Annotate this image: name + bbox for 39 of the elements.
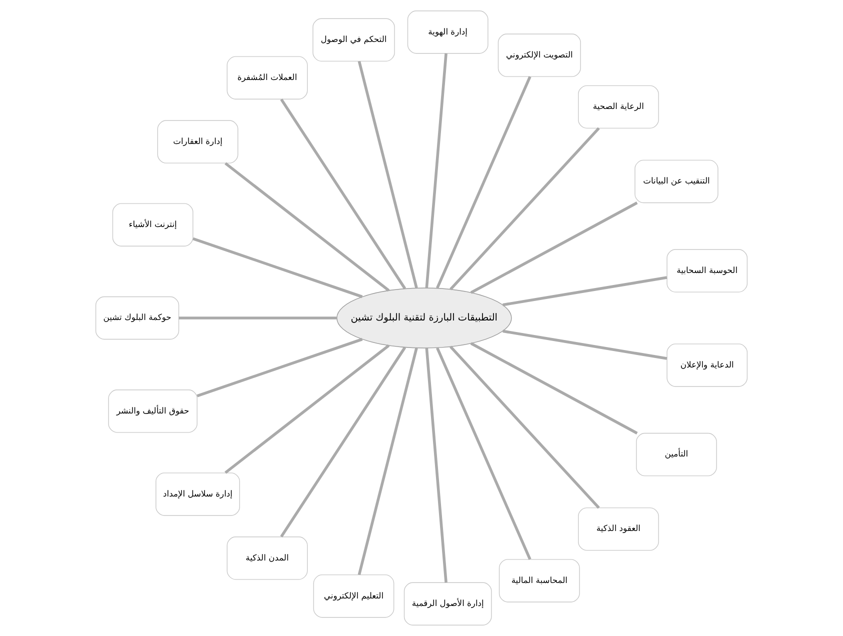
node-box: الرعاية الصحية <box>578 85 659 129</box>
connector <box>280 98 406 290</box>
connector <box>425 53 448 288</box>
node-box: حوكمة البلوك تشين <box>95 296 180 340</box>
node-box: حقوق التأليف والنشر <box>108 390 198 433</box>
connector <box>470 202 638 294</box>
node-box: المدن الذكية <box>226 536 308 580</box>
connector <box>436 76 532 289</box>
connector <box>196 338 363 398</box>
node-box: الحوسبة السحابية <box>666 249 748 292</box>
node-ellipse: التطبيقات البارزة لتقنية البلوك تشين <box>336 288 512 348</box>
node-box: التنقيب عن البيانات <box>634 160 718 204</box>
connector <box>224 344 390 474</box>
connector <box>502 330 668 360</box>
node-box: العملات المُشفرة <box>226 56 308 100</box>
node-box: التعليم الإلكتروني <box>313 574 394 618</box>
connector <box>470 342 638 434</box>
connector <box>224 162 390 292</box>
node-box: المحاسبة المالية <box>498 559 580 602</box>
node-box: إنترنت الأشياء <box>112 203 194 246</box>
connector <box>450 127 600 290</box>
connector <box>436 347 532 560</box>
node-box: إدارة الأصول الرقمية <box>404 582 492 626</box>
connector <box>358 348 418 575</box>
connector <box>502 276 668 306</box>
node-box: العقود الذكية <box>578 507 659 551</box>
node-box: التأمين <box>636 432 717 476</box>
connector <box>425 348 448 583</box>
connector <box>450 346 600 509</box>
connector <box>192 237 363 298</box>
connector <box>358 61 418 288</box>
node-box: التحكم في الوصول <box>312 18 395 62</box>
connector <box>280 346 406 538</box>
node-box: إدارة العقارات <box>157 120 238 164</box>
node-box: الدعاية والإعلان <box>666 344 748 387</box>
node-box: التصويت الإلكتروني <box>498 34 581 77</box>
node-box: إدارة الهوية <box>407 10 488 54</box>
node-box: إدارة سلاسل الإمداد <box>156 472 240 516</box>
connector <box>178 316 337 320</box>
